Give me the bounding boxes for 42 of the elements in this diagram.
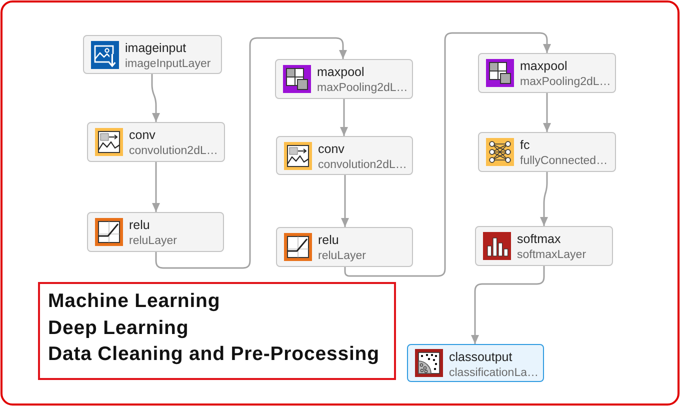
layer-name: imageinput [125, 41, 186, 56]
layer-box [87, 122, 225, 162]
arrow [471, 266, 545, 344]
layer-name: relu [318, 233, 339, 248]
layer-type: fullyConnected… [520, 154, 608, 168]
layer-name: conv [129, 128, 156, 143]
layer-box [478, 53, 616, 93]
arrow [540, 172, 548, 226]
layer-box [275, 59, 413, 99]
layer-name: softmax [517, 232, 561, 247]
layer-name: maxpool [520, 59, 568, 74]
arrow [152, 162, 160, 212]
layer-name: maxpool [317, 65, 364, 80]
topic-text: Deep Learning [48, 316, 189, 340]
layer-name: relu [129, 218, 150, 233]
layer-box [276, 227, 413, 267]
layer-type: reluLayer [318, 249, 366, 263]
layer-type: convolution2dL… [318, 158, 407, 172]
layer-box [276, 136, 413, 175]
layer-type: classificationLa… [449, 366, 538, 380]
layer-box [83, 35, 222, 74]
layer-type: softmaxLayer [517, 248, 586, 262]
topic-text: Machine Learning [48, 289, 220, 314]
layer-box [478, 132, 616, 172]
layer-type: convolution2dL… [129, 144, 218, 158]
topic-text: Data Cleaning and Pre-Processing [48, 342, 380, 367]
layer-type: reluLayer [129, 234, 177, 248]
text-box [38, 282, 396, 380]
layer-box [87, 212, 224, 252]
layer-box [407, 344, 544, 382]
arrow [543, 93, 551, 132]
arrow [344, 32, 551, 277]
layer-name: conv [318, 142, 344, 157]
arrow [340, 99, 348, 136]
layer-type: imageInputLayer [125, 57, 211, 71]
layer-name: fc [520, 138, 530, 153]
arrow [151, 74, 160, 122]
layer-box [475, 226, 613, 266]
arrow [341, 175, 349, 227]
layer-name: classoutput [449, 350, 512, 365]
layer-type: maxPooling2dL… [520, 75, 611, 89]
layer-type: maxPooling2dL… [317, 81, 408, 95]
